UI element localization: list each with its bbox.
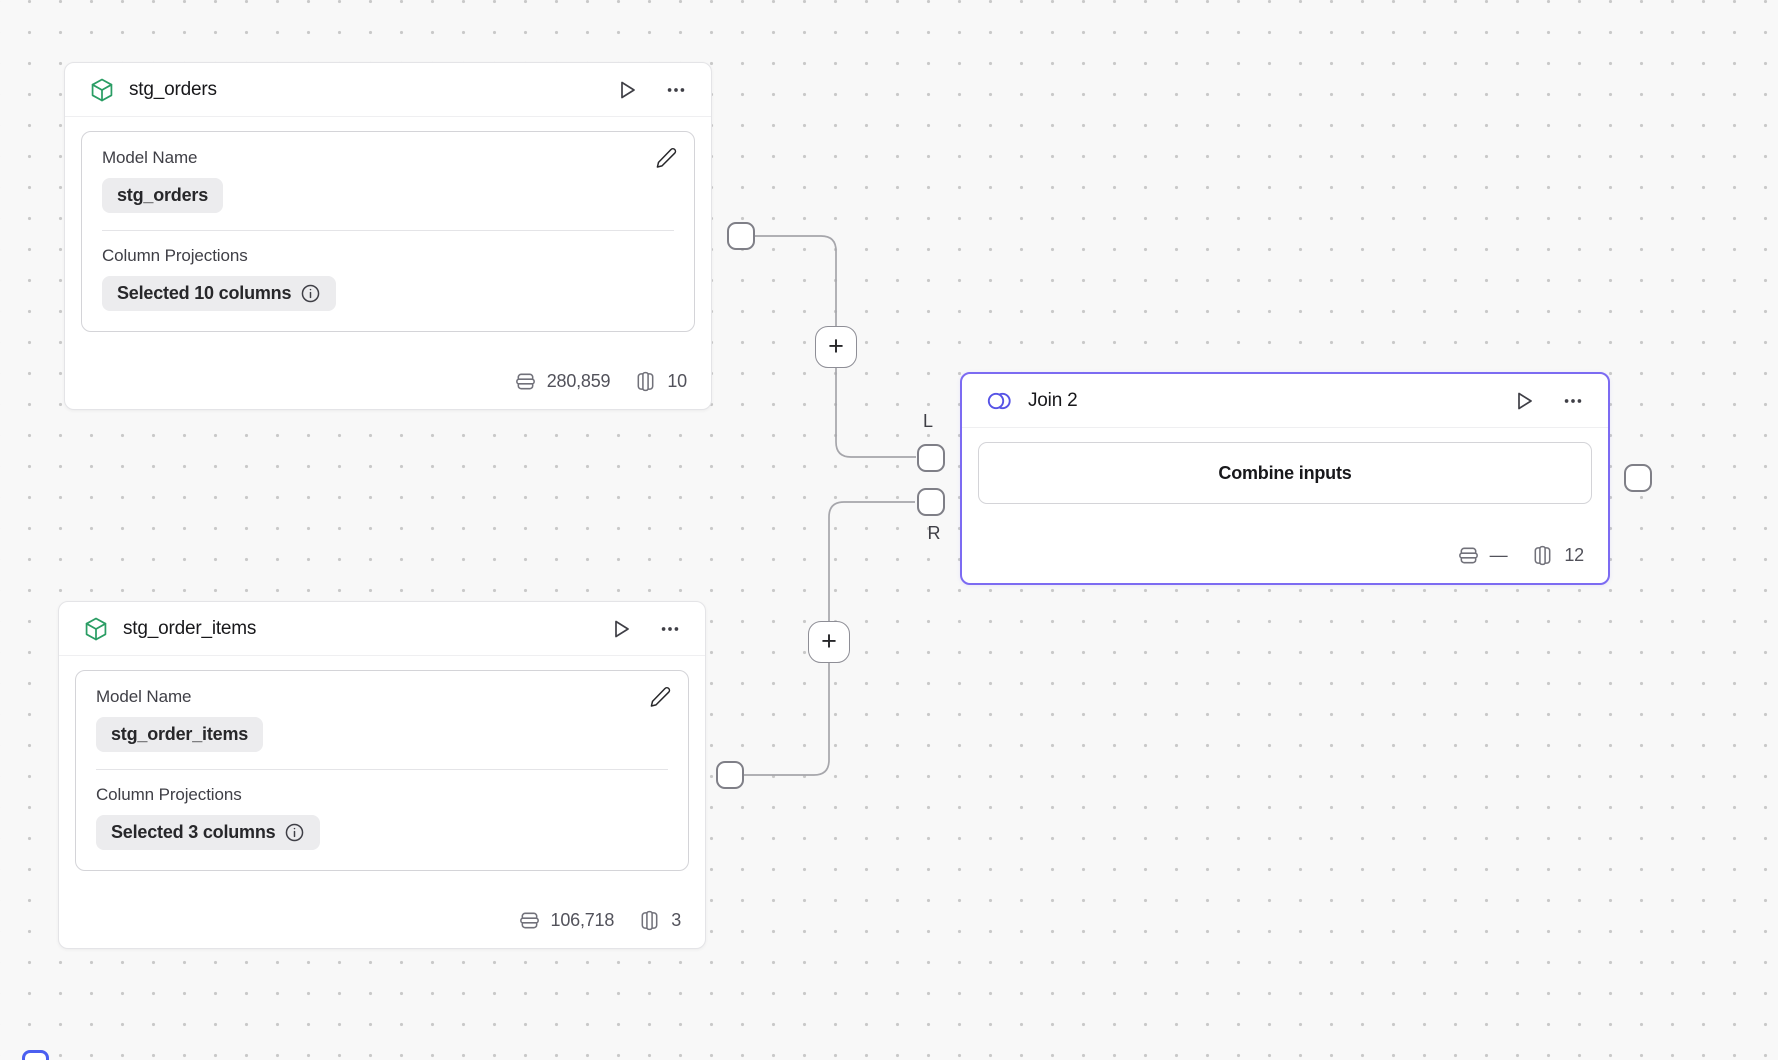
node-header: stg_orders xyxy=(65,63,711,117)
input-port-join-right[interactable] xyxy=(917,488,945,516)
node-title: stg_order_items xyxy=(123,617,257,639)
node-header: Join 2 xyxy=(962,374,1608,428)
info-icon[interactable] xyxy=(284,822,305,843)
node-header: stg_order_items xyxy=(59,602,705,656)
node-title: Join 2 xyxy=(1028,389,1078,411)
model-cube-icon xyxy=(89,77,115,103)
column-count-icon xyxy=(638,909,661,932)
column-projections-label: Column Projections xyxy=(102,246,248,265)
column-count-icon xyxy=(1531,544,1554,567)
model-config-card: Model Name stg_orders Column Projections… xyxy=(81,131,695,332)
node-join-2[interactable]: Join 2 Combine inputs — xyxy=(960,372,1610,585)
port-label-left: L xyxy=(922,411,933,431)
edit-pencil-icon[interactable] xyxy=(654,146,678,170)
column-projections-value: Selected 3 columns xyxy=(111,822,276,842)
output-port-join[interactable] xyxy=(1624,464,1652,492)
output-port-stg-order-items[interactable] xyxy=(716,761,744,789)
node-stg-order-items[interactable]: stg_order_items Model Name stg_order_ite… xyxy=(58,601,706,949)
row-count: 106,718 xyxy=(550,910,615,930)
node-footer: — 12 xyxy=(962,504,1608,583)
node-menu-button[interactable] xyxy=(665,79,687,101)
model-name-label: Model Name xyxy=(96,687,192,706)
run-node-button[interactable] xyxy=(615,78,639,102)
column-projections-badge[interactable]: Selected 3 columns xyxy=(96,815,321,850)
node-menu-button[interactable] xyxy=(659,618,681,640)
card-divider xyxy=(96,769,668,770)
model-name-badge[interactable]: stg_order_items xyxy=(96,717,264,752)
add-node-on-edge-button-bottom[interactable]: + xyxy=(808,621,850,663)
node-menu-button[interactable] xyxy=(1562,390,1584,412)
row-count-icon xyxy=(518,909,541,932)
edit-pencil-icon[interactable] xyxy=(648,685,672,709)
add-node-on-edge-button-top[interactable]: + xyxy=(815,326,857,368)
column-count: 10 xyxy=(667,371,687,391)
node-footer: 280,859 10 xyxy=(65,332,711,409)
model-name-badge[interactable]: stg_orders xyxy=(102,178,224,213)
column-projections-badge[interactable]: Selected 10 columns xyxy=(102,276,337,311)
model-cube-icon xyxy=(83,616,109,642)
row-count: — xyxy=(1489,545,1508,565)
port-label-right: R xyxy=(927,523,941,543)
input-port-join-left[interactable] xyxy=(917,444,945,472)
model-name-label: Model Name xyxy=(102,148,198,167)
row-count: 280,859 xyxy=(546,371,611,391)
column-count-icon xyxy=(634,370,657,393)
run-node-button[interactable] xyxy=(609,617,633,641)
column-projections-label: Column Projections xyxy=(96,785,242,804)
combine-inputs-button[interactable]: Combine inputs xyxy=(978,442,1592,504)
offscreen-node-sliver[interactable] xyxy=(22,1050,49,1060)
column-count: 3 xyxy=(671,910,681,930)
column-count: 12 xyxy=(1564,545,1584,565)
node-footer: 106,718 3 xyxy=(59,871,705,948)
row-count-icon xyxy=(514,370,537,393)
node-stg-orders[interactable]: stg_orders Model Name stg_orders Column … xyxy=(64,62,712,410)
row-count-icon xyxy=(1457,544,1480,567)
run-node-button[interactable] xyxy=(1512,389,1536,413)
output-port-stg-orders[interactable] xyxy=(727,222,755,250)
join-venn-icon xyxy=(986,390,1014,412)
card-divider xyxy=(102,230,674,231)
info-icon[interactable] xyxy=(300,283,321,304)
node-title: stg_orders xyxy=(129,78,217,100)
column-projections-value: Selected 10 columns xyxy=(117,283,292,303)
model-config-card: Model Name stg_order_items Column Projec… xyxy=(75,670,689,871)
